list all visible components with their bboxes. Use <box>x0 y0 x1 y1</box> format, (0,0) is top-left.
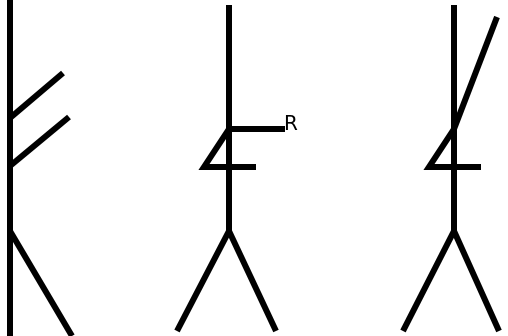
figure-3-right-leg <box>451 229 502 333</box>
figure-1-leg <box>7 229 75 336</box>
figure-1-lower-branch <box>8 114 71 169</box>
figure-3-left-leg <box>400 229 457 333</box>
figure-3 <box>400 5 502 333</box>
figure-3-hip <box>423 127 481 170</box>
figure-2: R <box>174 5 298 333</box>
figure-1 <box>7 0 75 336</box>
figure-2-label: R <box>284 111 298 135</box>
figure-2-right-leg <box>226 229 279 333</box>
figure-2-hip <box>198 127 256 170</box>
figure-2-left-leg <box>174 229 232 333</box>
figure-3-diagonal <box>451 15 500 131</box>
figure-1-upper-branch <box>8 70 65 121</box>
